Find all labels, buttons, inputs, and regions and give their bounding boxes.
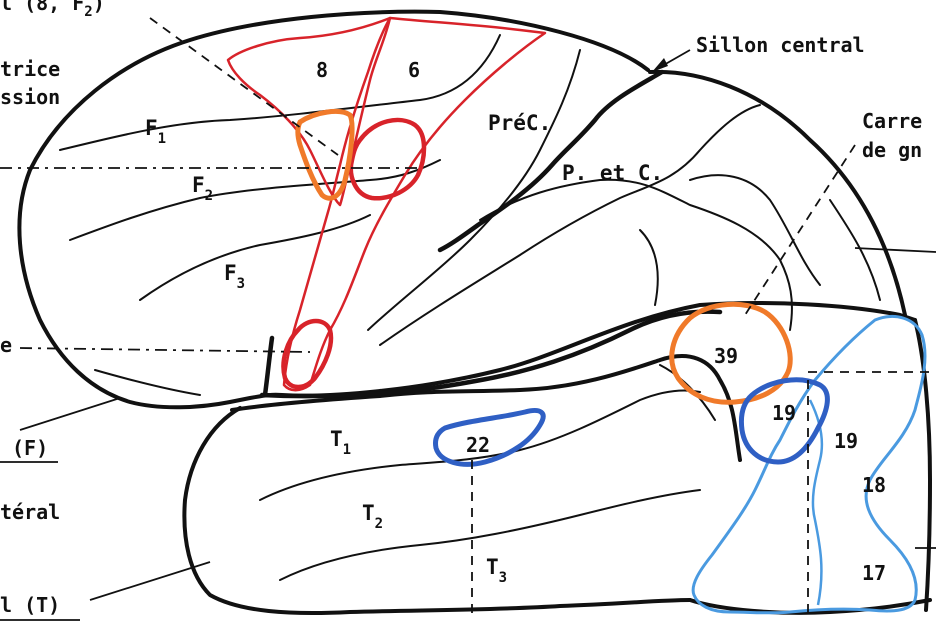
annotation-left-temporal: l (T) <box>0 593 60 617</box>
gyrus-t3: T3 <box>486 555 507 586</box>
gyrus-t1: T1 <box>330 427 351 458</box>
annotation-left-1: trice <box>0 57 60 81</box>
annotation-top-left: l (8, F2) <box>0 0 105 20</box>
brain-outline <box>19 12 915 408</box>
pointer-t <box>90 562 210 600</box>
annotation-left-lateral: téral <box>0 500 60 524</box>
sulcus-3 <box>140 215 370 300</box>
pointer-right <box>855 248 936 252</box>
annotation-sillon-central: Sillon central <box>696 33 865 57</box>
area-label-22: 22 <box>466 433 490 457</box>
gyrus-t2: T2 <box>362 501 383 532</box>
guide-dashdot-lower <box>20 348 310 352</box>
sulcus-occipital <box>830 200 880 300</box>
area-label-17: 17 <box>862 561 886 585</box>
annotation-carre-1: Carre <box>862 109 922 133</box>
area-8-outline <box>228 18 390 205</box>
area-label-8: 8 <box>316 58 328 82</box>
sulcus-4 <box>95 370 200 395</box>
inferior-frontal-notch <box>265 338 272 395</box>
annotation-left-2: ssion <box>0 85 60 109</box>
area-label-6: 6 <box>408 58 420 82</box>
area-label-18: 18 <box>862 473 886 497</box>
area-label-19: 19 <box>834 429 858 453</box>
annotation-left-f: (F) <box>12 436 48 460</box>
lateral-sulcus <box>262 312 720 396</box>
gyrus-f3: F3 <box>224 261 245 292</box>
gyrus-p-et-c: P. et C. <box>562 161 663 185</box>
gyrus-f1: F1 <box>145 116 166 147</box>
sulcus-supramarginal <box>640 230 658 305</box>
area-label-39: 39 <box>714 344 738 368</box>
annotation-left-3: e <box>0 333 12 357</box>
area-label-19-ring: 19 <box>772 401 796 425</box>
annotation-carre-2: de gn <box>862 138 922 162</box>
pointer-f <box>20 398 120 430</box>
area-lower-circle <box>283 321 331 387</box>
occipital-edge <box>915 320 930 610</box>
area-44-45-circle <box>351 120 424 198</box>
guide-dashed-diagonal <box>150 18 338 155</box>
gyrus-prec: PréC. <box>488 111 551 135</box>
sulcus-2 <box>70 160 440 240</box>
